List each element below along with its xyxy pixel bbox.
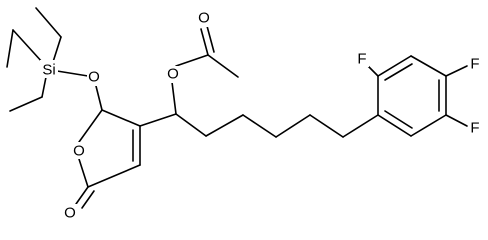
bond-et3-ch2-ch3 <box>9 96 43 112</box>
atom-label-silyl-ether-oxygen: O <box>88 69 100 86</box>
bond-chain-1 <box>175 113 207 137</box>
atom-label-fluorine-meta: F <box>470 120 479 137</box>
bond-acyl-c-ch3 <box>207 54 239 78</box>
atom-label-silicon: Si <box>42 62 55 79</box>
bond-chiral-c-o-ester <box>171 81 177 115</box>
bond-ar-c3-c4 <box>410 55 447 77</box>
bond-chain-3 <box>242 114 277 138</box>
bond-ar-f-meta <box>445 114 468 127</box>
bond-ar-c6-c1 <box>377 114 412 137</box>
bond-o1-c2 <box>78 158 89 188</box>
bond-chain-4 <box>275 114 311 138</box>
structure-canvas: Si O O O O O F F F <box>6 7 480 222</box>
bond-acyl-c-o-1 <box>200 28 209 56</box>
atom-label-ring-oxygen: O <box>73 143 85 160</box>
bond-ar-c2-c3 <box>377 55 412 77</box>
bond-et3-si-ch2 <box>41 76 47 98</box>
atom-label-fluorine-para: F <box>470 56 479 73</box>
molecule-structure: Si O O O O O F F F <box>6 7 480 222</box>
atom-label-acetate-carbonyl-oxygen: O <box>198 10 210 27</box>
bond-o-c5 <box>95 85 103 111</box>
bond-et1-ch3-ch2 <box>35 7 62 38</box>
bond-et2-ch2-si <box>12 29 44 64</box>
atom-label-fluorine-ortho: F <box>357 51 366 68</box>
bond-ar-c5-c6 <box>410 114 447 137</box>
bond-ar-inner-1 <box>384 63 413 81</box>
bond-c4-chiral-c <box>139 113 177 127</box>
bond-si-o <box>56 70 89 77</box>
bond-o-ester-c-acyl <box>175 54 209 67</box>
atom-label-ester-oxygen: O <box>167 66 179 83</box>
bond-c2-o-carbonyl-2 <box>81 190 95 209</box>
bond-c2-o-carbonyl-1 <box>75 186 89 205</box>
bond-c5-o1 <box>78 109 103 143</box>
bond-et2-ch3-ch2 <box>6 29 14 68</box>
bond-ar-inner-3 <box>384 110 413 129</box>
bond-c4-c5 <box>101 109 141 127</box>
atom-label-lactone-carbonyl-oxygen: O <box>64 205 76 222</box>
bond-chain-2 <box>205 114 244 137</box>
bond-c2-c3 <box>87 164 141 188</box>
bond-chain-5 <box>309 114 344 138</box>
bond-acyl-c-o-2 <box>206 25 215 53</box>
bond-ar-f-para <box>445 65 468 77</box>
bond-chain-to-ring <box>342 114 379 138</box>
bond-et1-ch2-si <box>52 36 62 63</box>
